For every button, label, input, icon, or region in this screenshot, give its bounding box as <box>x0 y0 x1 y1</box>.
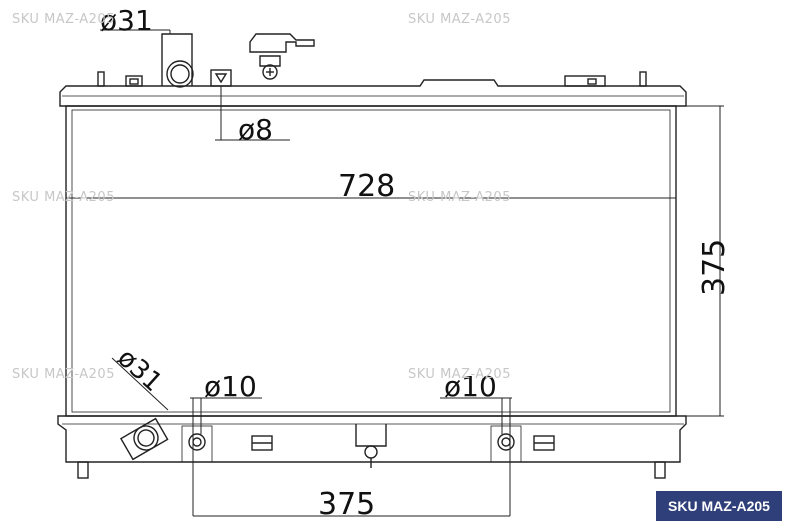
top-tank <box>59 79 687 107</box>
bottom-tank <box>57 415 687 463</box>
watermark: SKU MAZ-A205 <box>408 190 511 205</box>
mount-right-dim: ø10 <box>444 370 497 403</box>
watermark: SKU MAZ-A205 <box>12 367 115 382</box>
filler-cap <box>249 33 315 53</box>
inlet-pipe <box>161 33 193 86</box>
core-width-dim: 728 <box>338 169 395 204</box>
inlet-pipe-dim: ø31 <box>100 4 153 37</box>
top-bracket-left <box>125 75 143 87</box>
watermark: SKU MAZ-A205 <box>408 367 511 382</box>
top-bracket-right <box>564 75 606 87</box>
bleed-port-dim: ø8 <box>238 113 273 146</box>
watermark: SKU MAZ-A205 <box>12 190 115 205</box>
bleed-port <box>210 69 232 87</box>
core-height-dim: 375 <box>697 239 732 296</box>
outlet-pipe-dim: ø31 <box>111 343 167 398</box>
outlet-pipe <box>119 417 169 461</box>
watermark: SKU MAZ-A205 <box>12 12 115 27</box>
mount-spacing-dim: 375 <box>318 487 375 522</box>
watermark: SKU MAZ-A205 <box>408 12 511 27</box>
drain-plug <box>355 424 387 447</box>
sku-badge: SKU MAZ-A205 <box>656 491 782 521</box>
mount-left-dim: ø10 <box>204 370 257 403</box>
